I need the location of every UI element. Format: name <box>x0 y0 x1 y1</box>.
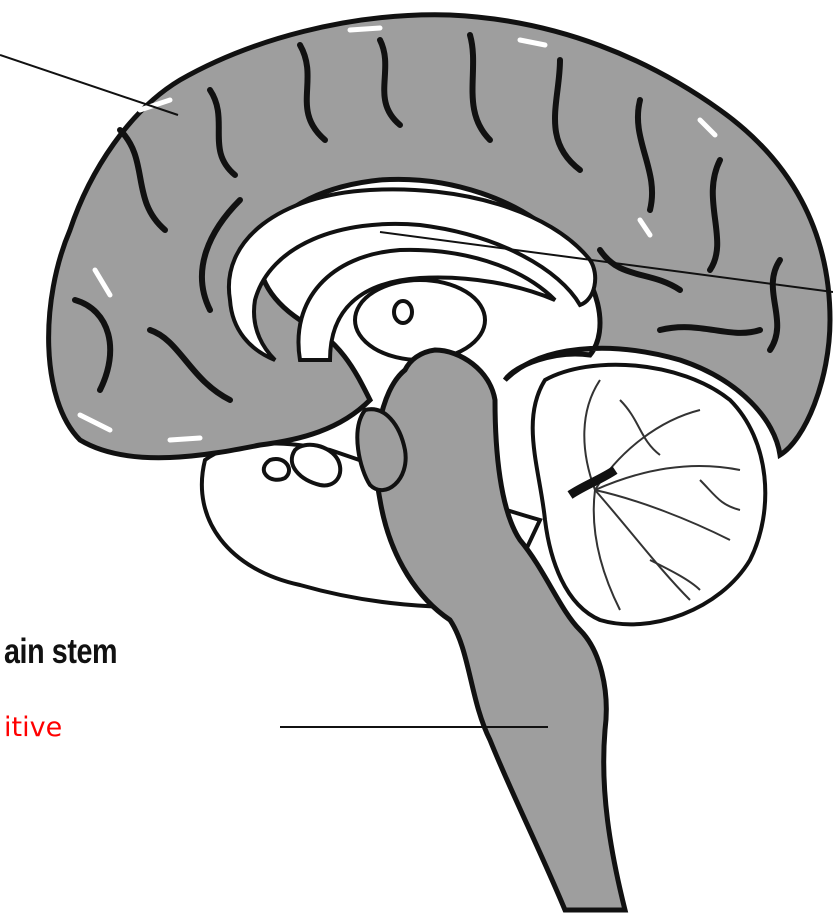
optic-chiasm <box>264 459 289 480</box>
thalamus <box>355 280 485 360</box>
interthalamic-adhesion <box>394 301 412 323</box>
primitive-label: itive <box>4 712 62 743</box>
cerebellum <box>533 365 766 625</box>
brain-stem-label: ain stem <box>4 632 117 672</box>
leader-line-top-left <box>0 55 178 115</box>
